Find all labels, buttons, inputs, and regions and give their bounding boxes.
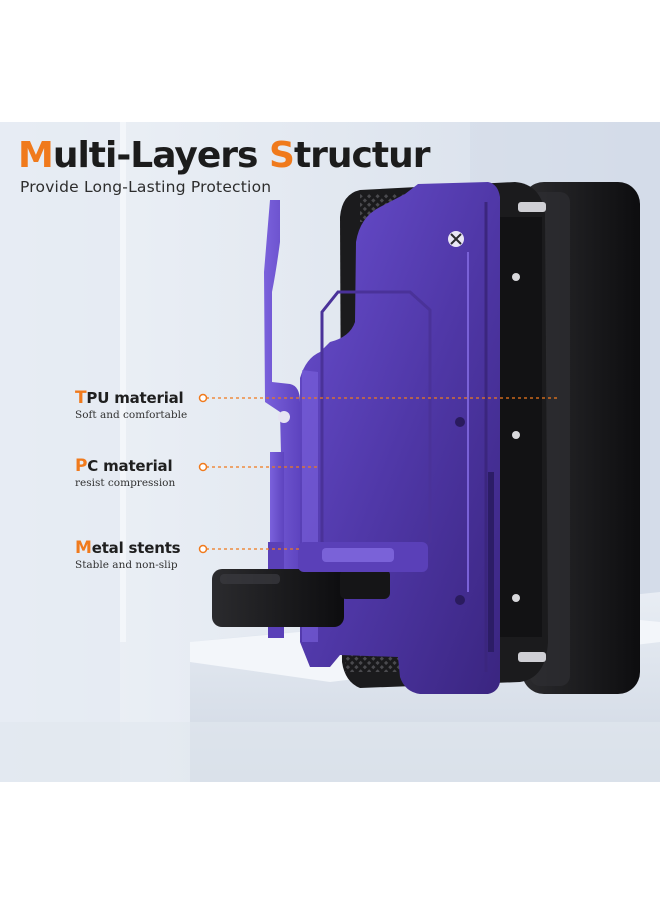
feature-tpu-material: TPU material Soft and comfortable bbox=[75, 389, 187, 422]
feature-name: TPU material bbox=[75, 389, 187, 407]
feature-pc-material: PC material resist compression bbox=[75, 457, 175, 490]
feature-metal-stents: Metal stents Stable and non-slip bbox=[75, 538, 181, 572]
feature-name: Metal stents bbox=[75, 538, 181, 558]
feature-name-rest: etal stents bbox=[91, 539, 181, 557]
feature-name: PC material bbox=[75, 457, 175, 475]
phone-case-illustration bbox=[0, 122, 660, 782]
feature-description: resist compression bbox=[75, 477, 176, 489]
product-scene bbox=[0, 122, 660, 782]
feature-description: Soft and comfortable bbox=[75, 409, 188, 421]
feature-initial: T bbox=[75, 388, 87, 408]
title-initial-s: S bbox=[269, 135, 295, 176]
title-part-2: tructur bbox=[293, 135, 431, 176]
title-part-1: ulti-Layers bbox=[52, 135, 270, 176]
page-title: Multi-Layers Structur bbox=[18, 134, 431, 178]
feature-description: Stable and non-slip bbox=[75, 559, 178, 571]
feature-initial: P bbox=[75, 456, 88, 476]
subtitle: Provide Long-Lasting Protection bbox=[20, 178, 272, 196]
title-initial-m: M bbox=[18, 135, 54, 176]
feature-initial: M bbox=[75, 538, 92, 558]
feature-name-rest: PU material bbox=[86, 389, 184, 407]
feature-name-rest: C material bbox=[87, 457, 173, 475]
